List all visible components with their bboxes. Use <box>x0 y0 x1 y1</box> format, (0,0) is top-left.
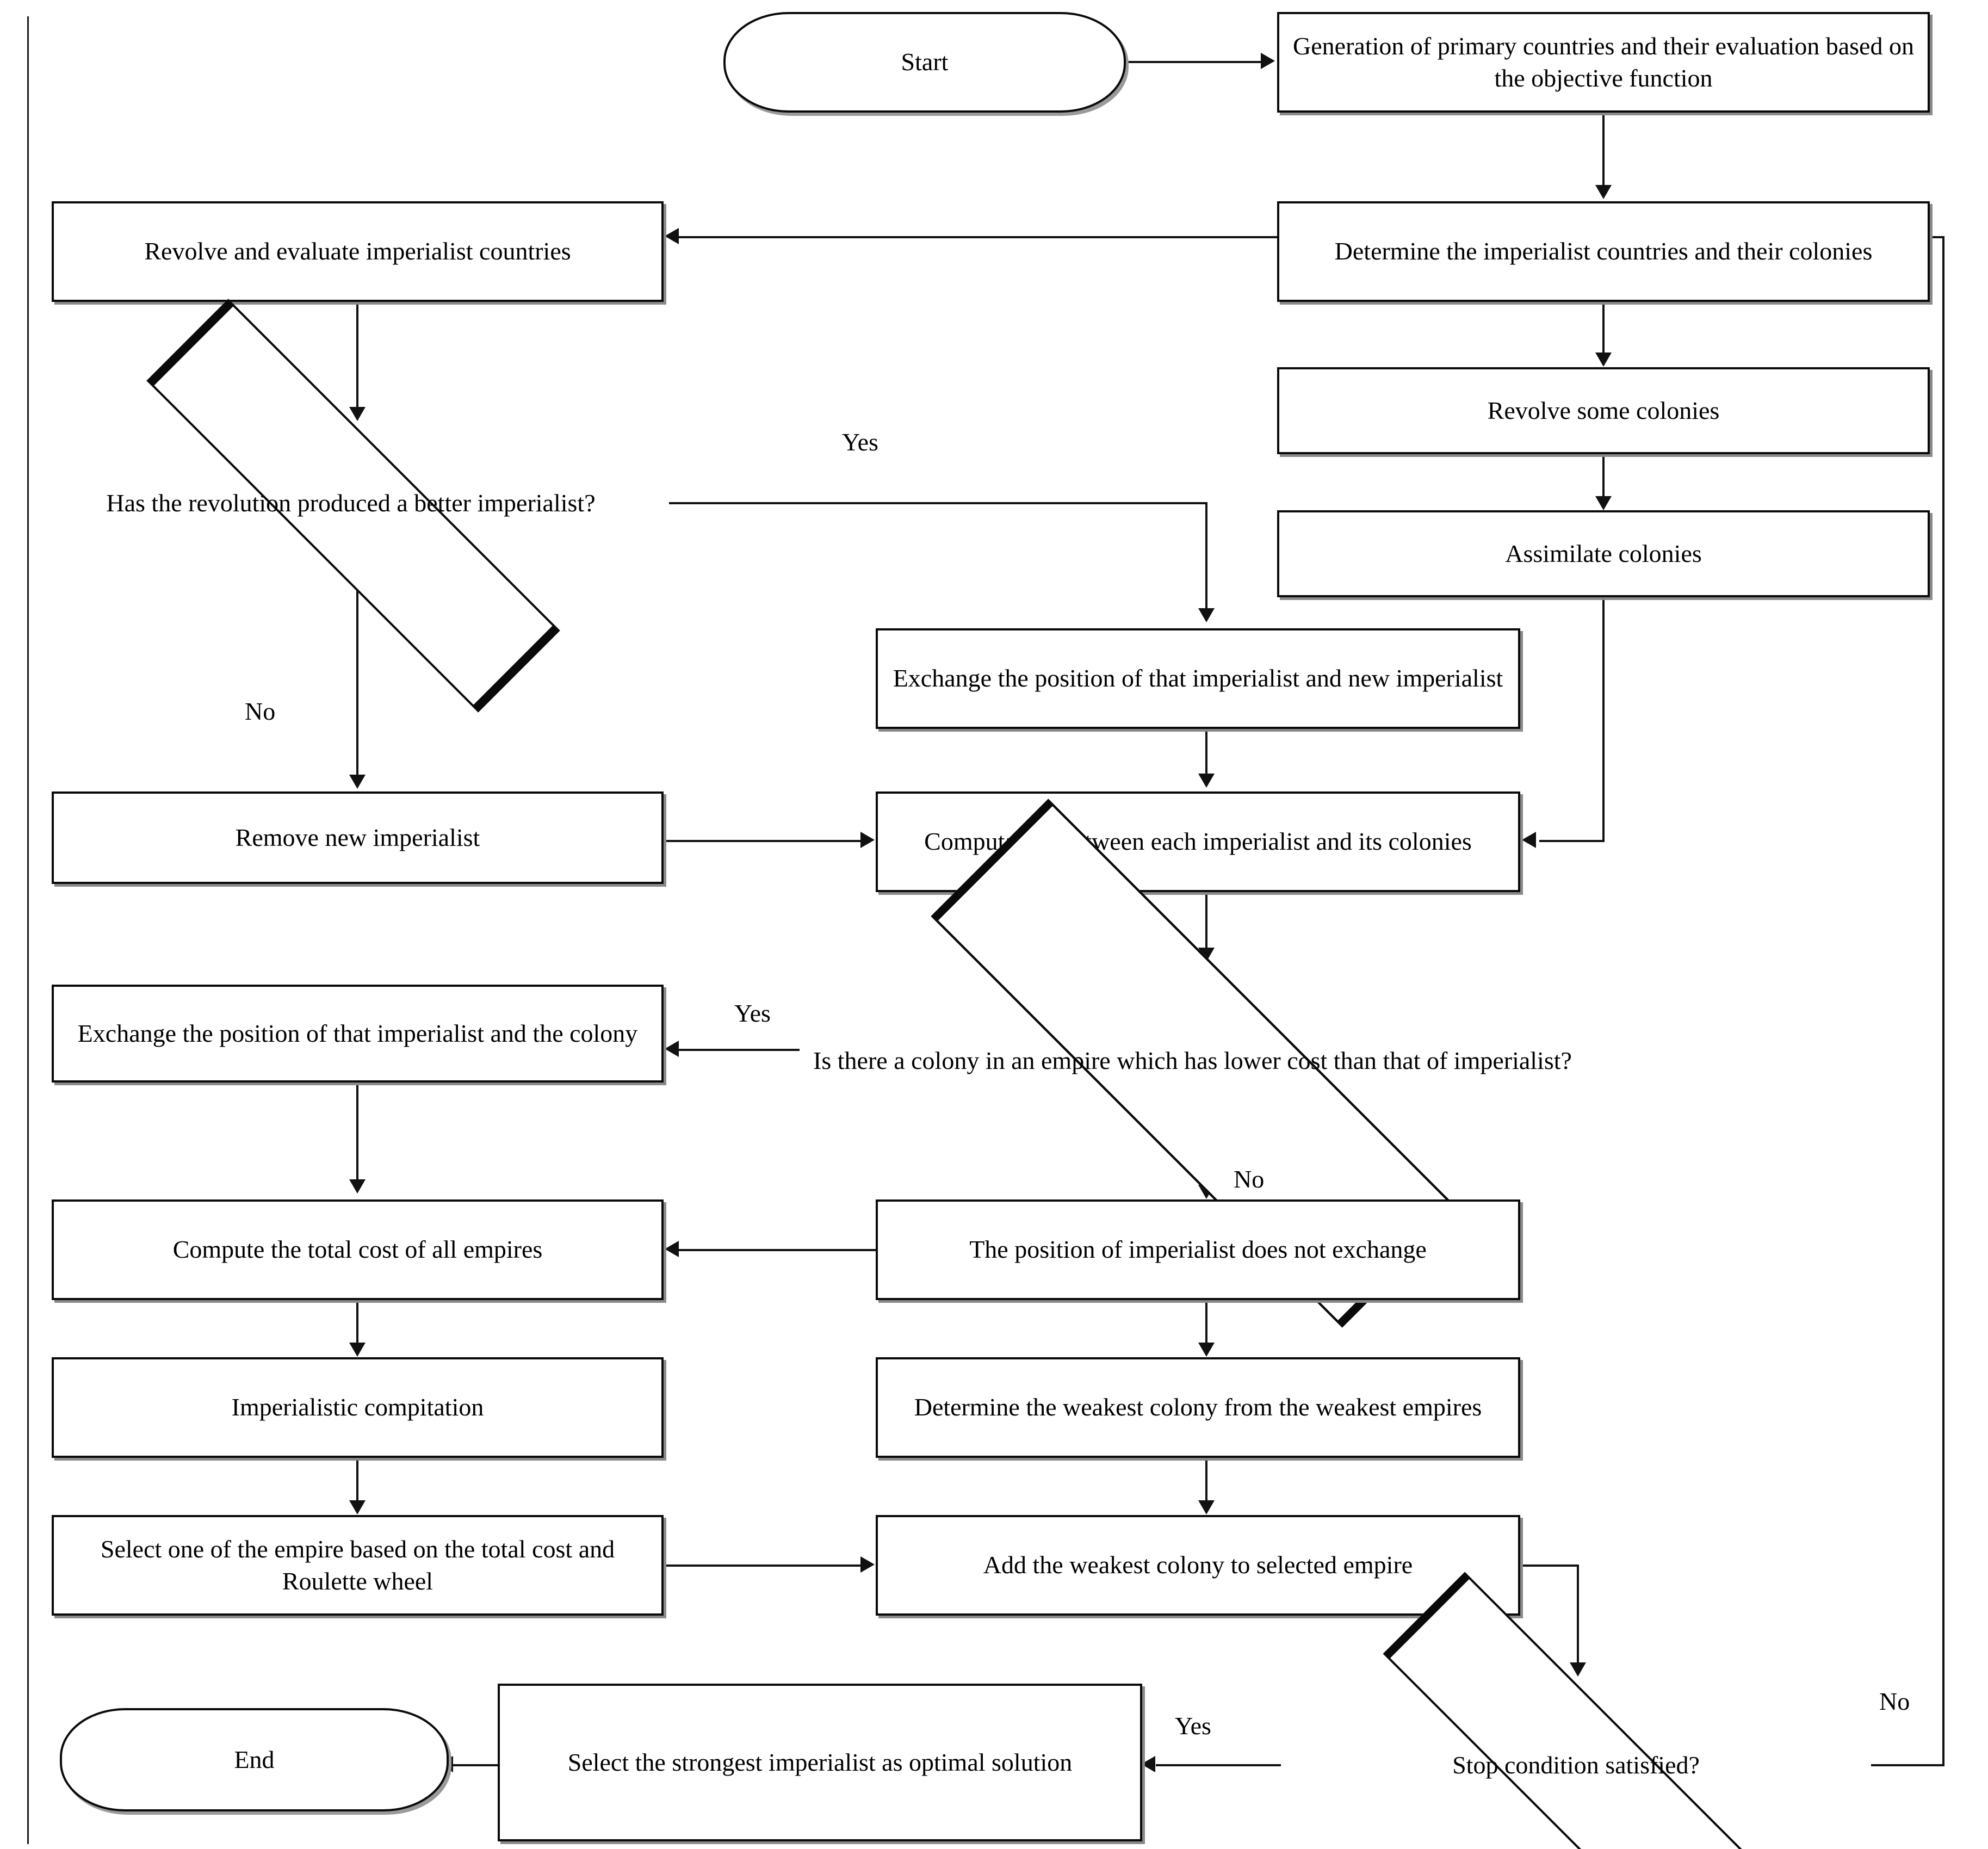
arrowhead-remove-new-to-computation <box>860 832 875 848</box>
node-imperialistic-competition[interactable]: Imperialistic compitation <box>52 1357 664 1458</box>
node-decision-colony-cost[interactable]: Is there a colony in an empire which has… <box>791 799 1594 1328</box>
node-exchange-colony-label: Exchange the position of that imperialis… <box>77 1019 638 1047</box>
node-remove-new-imperialist-label: Remove new imperialist <box>235 823 480 851</box>
arrowhead-add-to-stop <box>1570 1662 1586 1677</box>
node-no-exchange[interactable]: The position of imperialist does not exc… <box>876 1199 1520 1300</box>
edge-decision-colony-yes <box>679 1049 800 1051</box>
node-generation-label: Generation of primary countries and thei… <box>1293 32 1914 92</box>
arrowhead-revolve-evaluate-to-decision <box>349 407 366 421</box>
edge-stop-no-h-bottom <box>1871 1764 1944 1766</box>
node-revolve-evaluate-label: Revolve and evaluate imperialist countri… <box>144 237 571 265</box>
image-frame-left-border <box>27 16 29 1844</box>
edge-computation-to-decision-colony <box>1205 892 1207 949</box>
arrowhead-decision-revolution-no <box>349 775 366 789</box>
node-select-empire[interactable]: Select one of the empire based on the to… <box>52 1515 664 1616</box>
node-determine-weakest-label: Determine the weakest colony from the we… <box>914 1393 1482 1421</box>
node-determine-imperialists-label: Determine the imperialist countries and … <box>1334 237 1873 265</box>
edge-label-colony-no: No <box>1234 1165 1265 1193</box>
arrowhead-generation-to-determine <box>1595 185 1612 199</box>
node-revolve-colonies-label: Revolve some colonies <box>1487 396 1720 424</box>
edge-assimilate-to-computation <box>1539 840 1605 842</box>
node-determine-imperialists[interactable]: Determine the imperialist countries and … <box>1277 201 1930 302</box>
node-remove-new-imperialist[interactable]: Remove new imperialist <box>52 791 664 884</box>
edge-no-exchange-to-compute <box>679 1249 881 1251</box>
arrowhead-no-exchange-to-determine-weakest <box>1198 1343 1215 1357</box>
edge-stop-no-h-top <box>1931 236 1944 238</box>
node-decision-revolution-label: Has the revolution produced a better imp… <box>106 488 596 517</box>
edge-no-exchange-to-determine-weakest <box>1205 1300 1207 1344</box>
node-end-label: End <box>234 1745 275 1773</box>
edge-decision-revolution-no <box>356 581 358 777</box>
node-end[interactable]: End <box>60 1708 449 1811</box>
node-add-weakest-colony-label: Add the weakest colony to selected empir… <box>983 1551 1413 1579</box>
arrowhead-exchange-new-to-computation <box>1198 774 1215 788</box>
edge-competition-to-select-empire <box>356 1458 358 1501</box>
arrowhead-determine-to-revolve-colonies <box>1595 353 1612 367</box>
edge-start-to-generation <box>1126 61 1262 63</box>
edge-revolve-colonies-to-assimilate <box>1602 454 1605 498</box>
node-revolve-evaluate[interactable]: Revolve and evaluate imperialist countri… <box>52 201 664 302</box>
node-imperialistic-competition-label: Imperialistic compitation <box>231 1393 484 1421</box>
node-start[interactable]: Start <box>723 12 1126 113</box>
node-revolve-colonies[interactable]: Revolve some colonies <box>1277 367 1930 454</box>
arrowhead-determine-weakest-to-add <box>1198 1500 1215 1514</box>
arrowhead-decision-revolution-yes <box>1198 608 1215 622</box>
edge-add-to-stop-h <box>1519 1564 1579 1567</box>
edge-remove-new-to-computation <box>664 840 862 842</box>
edge-select-strongest-to-end <box>453 1764 502 1766</box>
arrowhead-determine-to-revolve-evaluate <box>665 228 679 244</box>
edge-stop-yes <box>1156 1764 1281 1766</box>
arrowhead-compute-to-competition <box>349 1343 366 1357</box>
node-select-strongest-label: Select the strongest imperialist as opti… <box>567 1748 1073 1776</box>
node-start-label: Start <box>901 48 949 76</box>
node-exchange-new-imperialist[interactable]: Exchange the position of that imperialis… <box>876 628 1520 729</box>
edge-decision-revolution-yes-h <box>669 502 1207 504</box>
edge-exchange-new-to-computation <box>1205 729 1207 775</box>
node-determine-weakest[interactable]: Determine the weakest colony from the we… <box>876 1357 1520 1458</box>
arrowhead-stop-yes <box>1141 1756 1155 1772</box>
arrowhead-start-to-generation <box>1261 53 1275 69</box>
edge-label-revolution-no: No <box>245 697 276 725</box>
arrowhead-no-exchange-to-compute <box>665 1241 679 1257</box>
node-no-exchange-label: The position of imperialist does not exc… <box>969 1235 1427 1264</box>
edge-select-empire-to-add <box>664 1564 862 1567</box>
arrowhead-exchange-colony-to-compute <box>349 1179 366 1193</box>
edge-determine-weakest-to-add <box>1205 1458 1207 1501</box>
edge-exchange-colony-to-compute <box>356 1083 358 1180</box>
node-decision-stop[interactable]: Stop condition satisfied? <box>1275 1572 1876 1849</box>
edge-decision-revolution-yes-v <box>1205 502 1207 608</box>
edge-generation-to-determine <box>1602 113 1605 186</box>
arrowhead-competition-to-select-empire <box>349 1500 366 1514</box>
edge-label-revolution-yes: Yes <box>842 428 878 456</box>
edge-determine-to-revolve-evaluate <box>679 236 1278 238</box>
node-decision-revolution[interactable]: Has the revolution produced a better imp… <box>30 299 672 713</box>
edge-compute-to-competition <box>356 1300 358 1344</box>
node-assimilate-label: Assimilate colonies <box>1505 539 1702 567</box>
node-compute-total-cost-label: Compute the total cost of all empires <box>172 1235 543 1264</box>
edge-determine-to-revolve-colonies <box>1602 302 1605 354</box>
edge-assimilate-down <box>1602 597 1605 842</box>
node-select-strongest[interactable]: Select the strongest imperialist as opti… <box>498 1684 1142 1841</box>
node-generation[interactable]: Generation of primary countries and thei… <box>1277 12 1930 113</box>
edge-add-to-stop-v <box>1577 1564 1579 1665</box>
arrowhead-decision-colony-yes <box>665 1041 679 1057</box>
node-compute-total-cost[interactable]: Compute the total cost of all empires <box>52 1199 664 1300</box>
edge-label-stop-no: No <box>1879 1687 1910 1715</box>
node-assimilate[interactable]: Assimilate colonies <box>1277 510 1930 597</box>
edge-label-stop-yes: Yes <box>1175 1712 1211 1740</box>
node-exchange-new-imperialist-label: Exchange the position of that imperialis… <box>893 664 1503 692</box>
node-computation-label: Computation between each imperialist and… <box>924 827 1472 856</box>
arrowhead-revolve-colonies-to-assimilate <box>1595 496 1612 510</box>
edge-stop-no-v-right <box>1942 236 1944 1766</box>
node-select-empire-label: Select one of the empire based on the to… <box>100 1535 615 1595</box>
node-decision-stop-label: Stop condition satisfied? <box>1452 1751 1700 1779</box>
edge-revolve-evaluate-to-decision <box>356 302 358 408</box>
arrowhead-assimilate-to-computation <box>1522 832 1536 848</box>
edge-label-colony-yes: Yes <box>734 999 771 1027</box>
node-exchange-colony[interactable]: Exchange the position of that imperialis… <box>52 985 664 1083</box>
node-decision-colony-cost-label: Is there a colony in an empire which has… <box>813 1046 1572 1074</box>
arrowhead-select-empire-to-add <box>860 1556 875 1573</box>
node-add-weakest-colony[interactable]: Add the weakest colony to selected empir… <box>876 1515 1520 1616</box>
